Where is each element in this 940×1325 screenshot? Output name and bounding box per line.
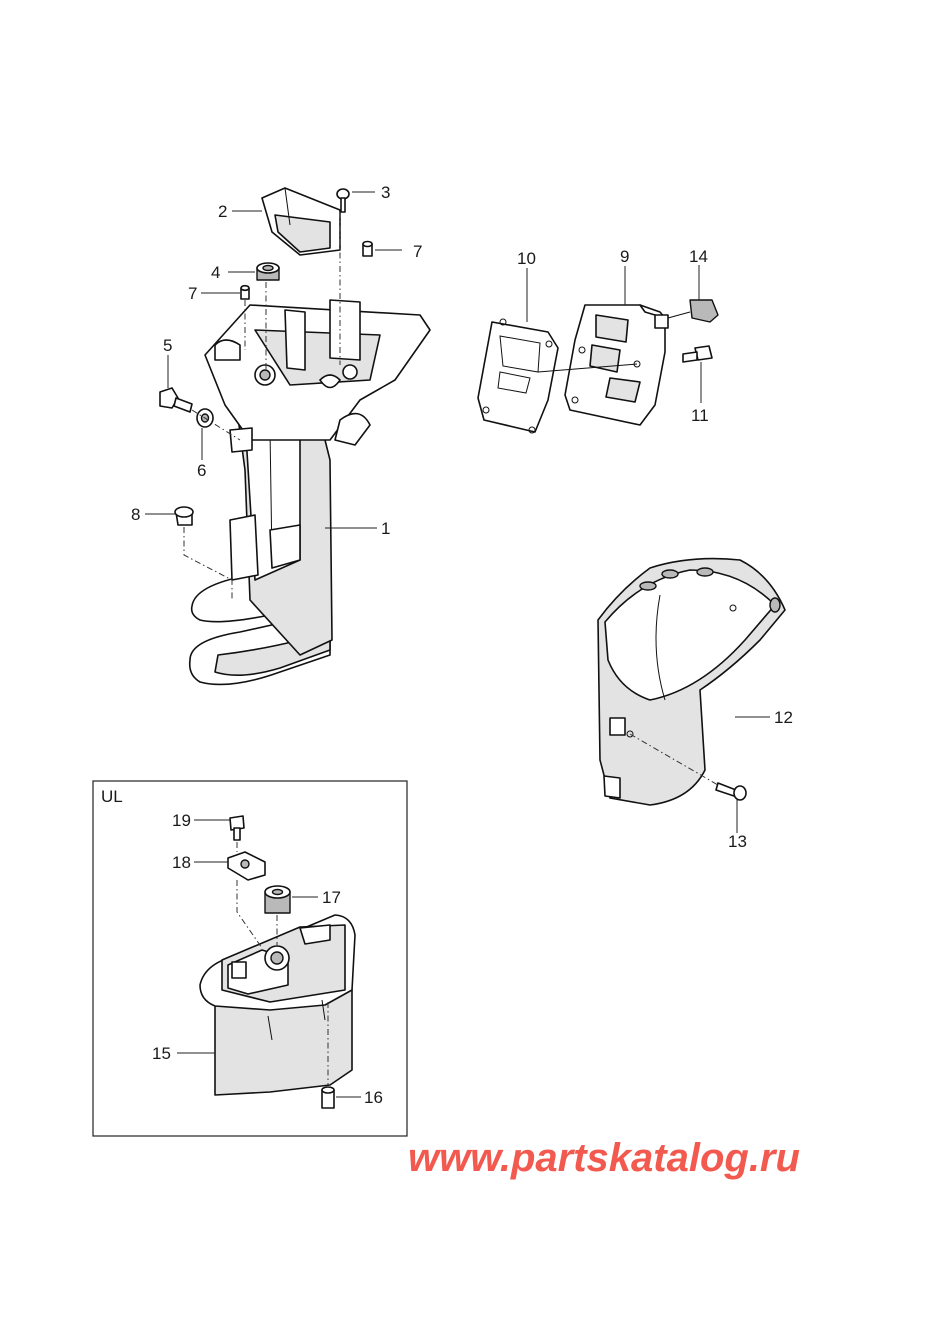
callout-16: 16	[364, 1088, 383, 1107]
callout-2: 2	[218, 202, 227, 221]
screw-13	[715, 782, 747, 801]
gasket-10	[477, 318, 559, 434]
seal-4	[256, 262, 280, 281]
callout-9: 9	[620, 247, 629, 266]
callout-4: 4	[211, 263, 220, 282]
inset-label: UL	[101, 787, 123, 806]
callout-17: 17	[322, 888, 341, 907]
lower-cover-12	[597, 557, 786, 806]
callout-1: 1	[381, 519, 390, 538]
dowel-pin-7-left	[240, 284, 250, 300]
callout-8: 8	[131, 505, 140, 524]
callout-7-left: 7	[188, 284, 197, 303]
callout-19: 19	[172, 811, 191, 830]
leader-lines	[145, 191, 770, 1098]
callout-15: 15	[152, 1044, 171, 1063]
callout-13: 13	[728, 832, 747, 851]
callout-18: 18	[172, 853, 191, 872]
bolt-3	[336, 188, 350, 213]
callout-14: 14	[689, 247, 708, 266]
callout-10: 10	[517, 249, 536, 268]
callout-5: 5	[163, 336, 172, 355]
driveshaft-housing	[188, 299, 431, 686]
callout-6: 6	[197, 461, 206, 480]
bracket-9	[537, 304, 669, 426]
bolt-5	[159, 387, 193, 413]
cover-plate	[261, 187, 341, 256]
plug-8	[174, 506, 194, 526]
callout-7-right: 7	[413, 242, 422, 261]
callout-11: 11	[691, 406, 709, 425]
watermark-text: www.partskatalog.ru	[408, 1136, 800, 1180]
grommet-14	[667, 299, 719, 323]
callout-12: 12	[774, 708, 793, 727]
bolt-11	[682, 345, 713, 363]
ul-inset: UL	[92, 780, 408, 1137]
callout-3: 3	[381, 183, 390, 202]
callout-numbers: 1 2 3 4 7 5 6 7 8 9 10 11 12 13 14 15 16…	[131, 183, 793, 1107]
dowel-pin-7-right	[362, 240, 373, 257]
